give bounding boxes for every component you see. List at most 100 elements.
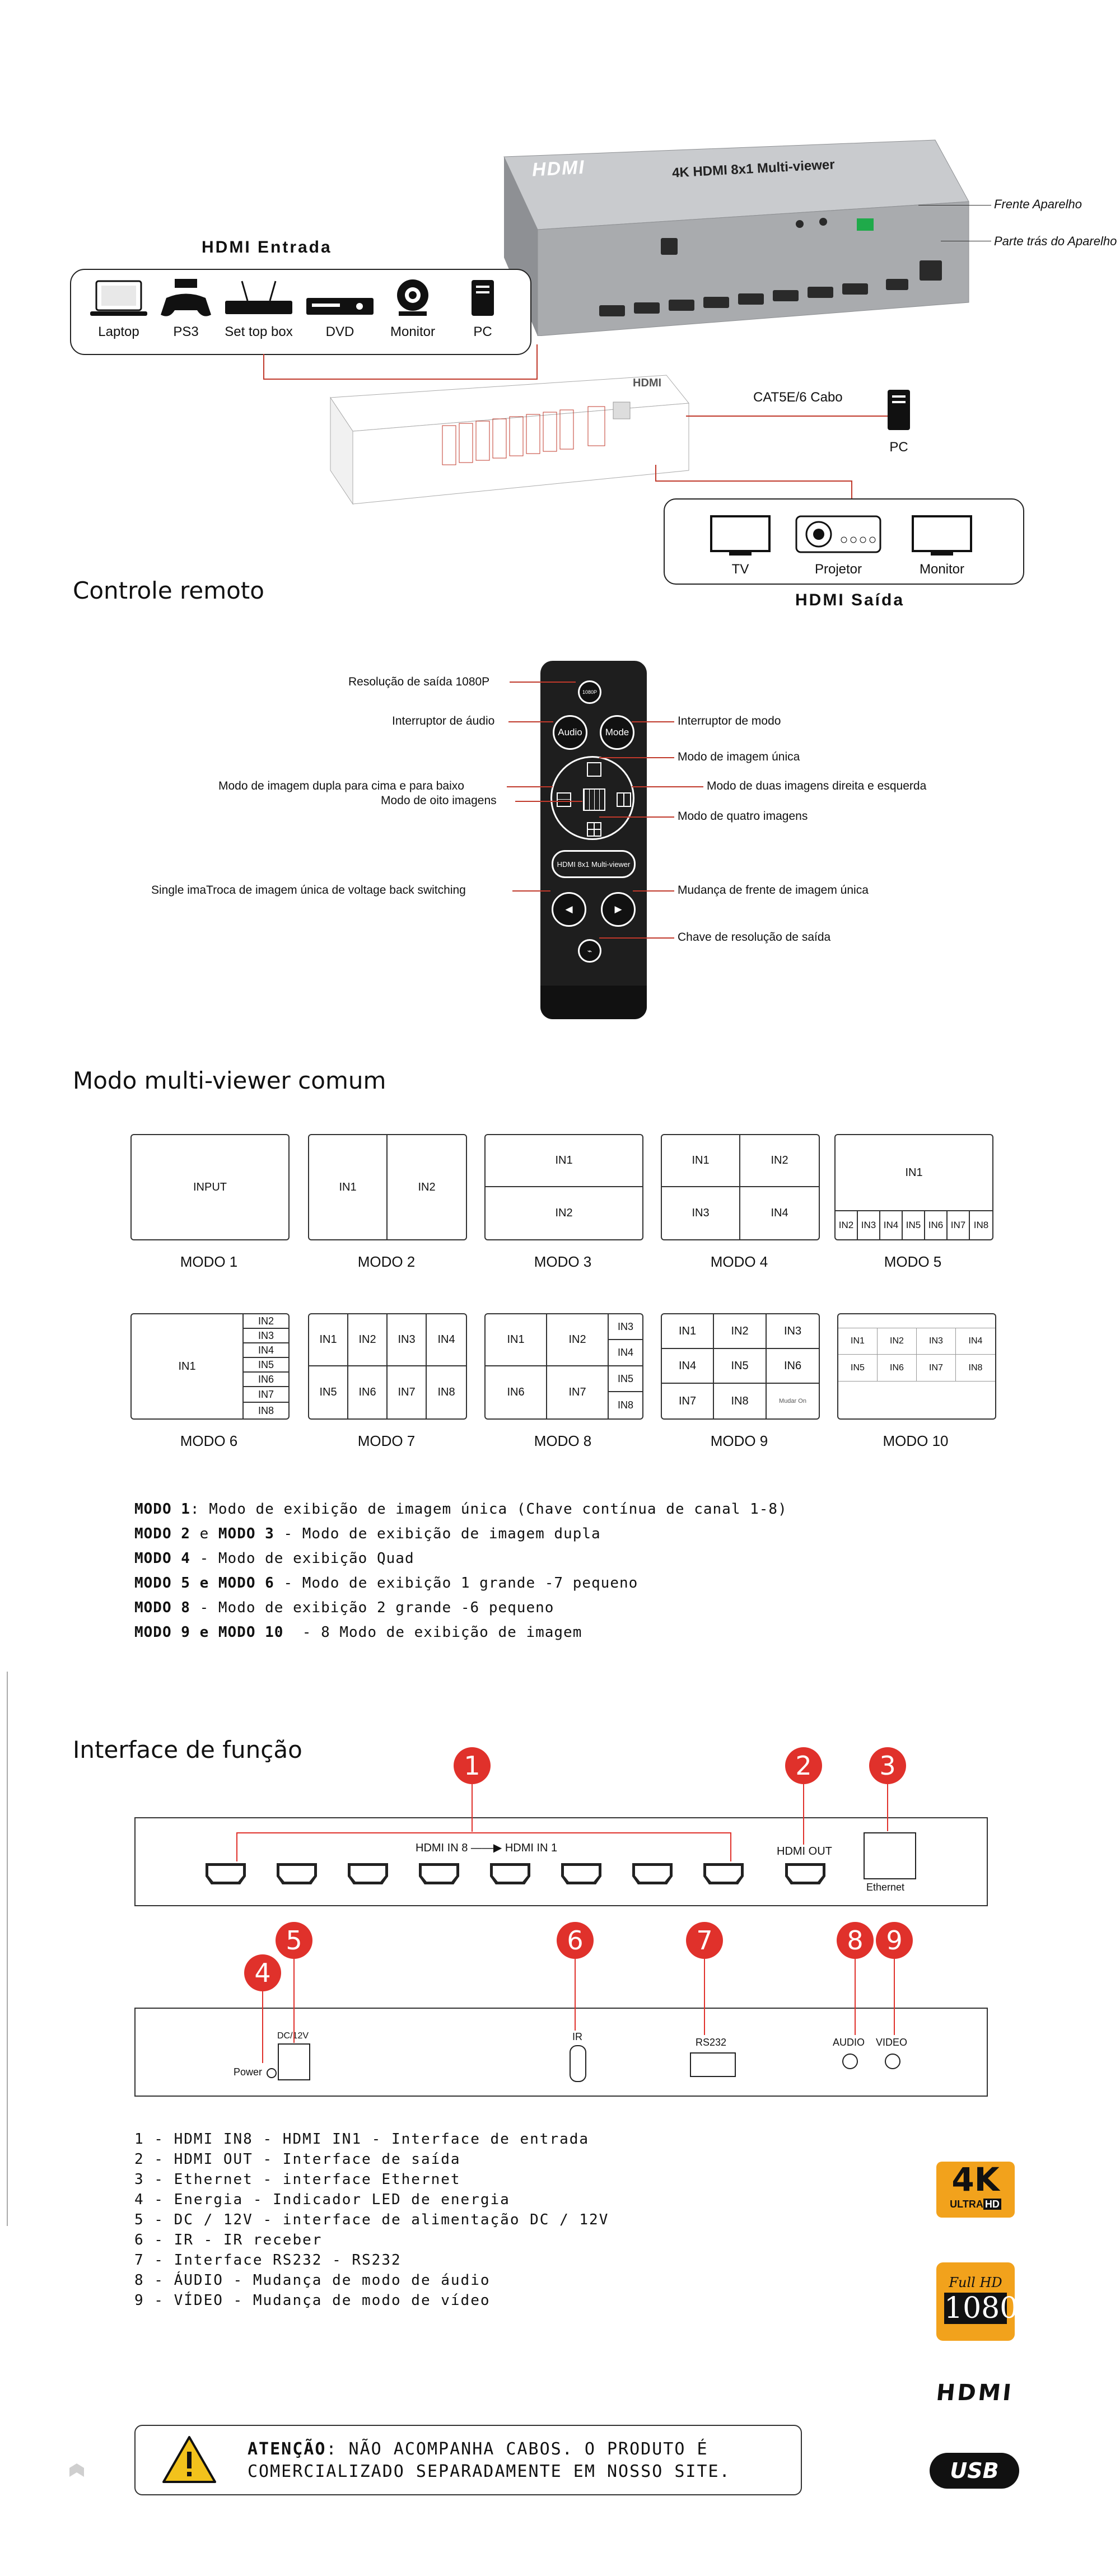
mode-cell: IN6	[348, 1366, 388, 1418]
remote-label-mode: Interruptor de modo	[678, 715, 781, 727]
mode-cell: IN4	[244, 1343, 288, 1358]
mode-9-diagram: IN1 IN2 IN3 IN4 IN5 IN6 IN7 IN8 Mudar On	[661, 1313, 820, 1420]
input-device-pc: PC	[452, 276, 514, 340]
mode-cell: IN5	[609, 1366, 642, 1392]
desc-text: - Modo de exibição de imagem dupla	[274, 1525, 601, 1542]
video-label: VIDEO	[876, 2037, 908, 2048]
warning-line-1: ATENÇÃO: NÃO ACOMPANHA CABOS. O PRODUTO …	[248, 2438, 731, 2461]
hdmi-in-port[interactable]	[703, 1863, 744, 1884]
remote-resolution-key[interactable]: ⌁	[578, 939, 601, 963]
warning-icon	[162, 2436, 216, 2483]
power-led	[267, 2068, 277, 2078]
updown-image-icon[interactable]	[557, 792, 571, 807]
desc-text: - Modo de exibição 2 grande -6 pequeno	[190, 1599, 554, 1616]
hdmi-out-port[interactable]	[785, 1863, 825, 1884]
remote-1080p-button[interactable]: 1080P	[578, 680, 601, 704]
mode-cell: IN5	[838, 1355, 878, 1382]
mode-cell: IN4	[427, 1314, 466, 1366]
laptop-icon	[90, 280, 147, 316]
mode-cell: IN7	[244, 1387, 288, 1403]
hdmi-in-port[interactable]	[277, 1863, 317, 1884]
mode-cell: IN4	[956, 1328, 995, 1355]
remote-label-leftright: Modo de duas imagens direita e esquerda	[707, 780, 927, 792]
output-label: Projetor	[814, 562, 862, 577]
audio-button[interactable]	[842, 2054, 858, 2069]
hdmi-in-bracket	[236, 1832, 731, 1861]
hdmi-in-port[interactable]	[206, 1863, 246, 1884]
desc-bold: MODO 8	[134, 1599, 190, 1616]
power-label: Power	[234, 2066, 263, 2078]
remote-brand-button[interactable]: HDMI 8x1 Multi-viewer	[552, 850, 636, 878]
quad-image-icon[interactable]	[587, 822, 601, 837]
video-button[interactable]	[885, 2054, 900, 2069]
leftright-image-icon[interactable]	[617, 792, 631, 807]
mode-label: MODO 7	[357, 1432, 416, 1449]
hdmi-in-port[interactable]	[348, 1863, 388, 1884]
button-label: 1080P	[582, 689, 598, 695]
remote-label-audio: Interruptor de áudio	[392, 715, 495, 727]
warning-box: ATENÇÃO: NÃO ACOMPANHA CABOS. O PRODUTO …	[134, 2425, 802, 2495]
remote-line	[599, 816, 674, 818]
mode-cell: IN8	[258, 1404, 274, 1416]
function-list-item: 3 - Ethernet - interface Ethernet	[134, 2171, 461, 2188]
ir-label: IR	[572, 2031, 582, 2042]
hdmi-in-port[interactable]	[632, 1863, 673, 1884]
mode-cell: IN7	[948, 1211, 970, 1239]
mode-1-diagram: INPUT	[130, 1134, 290, 1240]
mode-6-diagram: IN1 IN2 IN3 IN4 IN5 IN6 IN7 IN8	[130, 1313, 290, 1420]
mode-cell: IN2	[348, 1314, 388, 1366]
output-devices-box: TV Projetor Monitor	[664, 498, 1024, 585]
callout-line	[704, 1959, 705, 2035]
corner-logo-icon-svg	[69, 2463, 84, 2477]
remote-line	[508, 721, 553, 722]
mode-cell: IN1	[836, 1135, 992, 1211]
mode-label: MODO 2	[357, 1253, 416, 1270]
ethernet-label: Ethernet	[866, 1882, 905, 1893]
mode-cell: IN7	[917, 1355, 956, 1382]
dvd-player-icon	[306, 298, 374, 315]
eight-image-icon[interactable]	[583, 788, 605, 811]
pc-tower-icon	[472, 280, 494, 316]
callout-4: 4	[244, 1954, 281, 1991]
mode-cell: IN4	[880, 1211, 903, 1239]
dc-port[interactable]	[278, 2043, 310, 2080]
remote-line	[632, 786, 703, 787]
mode-cell: IN2	[555, 1207, 573, 1219]
callout-line	[855, 1959, 856, 2035]
remote-dpad[interactable]	[550, 756, 634, 840]
desc-bold: MODO 9 e MODO 10	[134, 1624, 284, 1641]
hdmi-in-port[interactable]	[490, 1863, 530, 1884]
ethernet-port[interactable]	[864, 1832, 916, 1879]
output-device-monitor: Monitor	[900, 513, 984, 577]
mode-3-diagram: IN1 IN2	[484, 1134, 643, 1240]
mode-label: MODO 1	[180, 1253, 238, 1270]
callout-line	[803, 1784, 804, 1845]
hdmi-in-port[interactable]	[419, 1863, 459, 1884]
desc-text: - Modo de exibição Quad	[190, 1550, 414, 1567]
mode-cell: IN2	[714, 1314, 767, 1349]
mode-cell: IN6	[767, 1349, 819, 1384]
remote-mode-button[interactable]: Mode	[600, 715, 634, 750]
mode-cell: IN8	[973, 1220, 989, 1230]
output-connection-line	[655, 465, 656, 482]
remote-back-button[interactable]: ◀	[552, 892, 586, 927]
input-devices-box: Laptop PS3 Set top box DVD Monitor PC	[70, 269, 531, 355]
remote-label-updown: Modo de imagem dupla para cima e para ba…	[218, 780, 464, 792]
mode-cell: IN7	[388, 1366, 427, 1418]
input-label: Set top box	[225, 324, 293, 339]
remote-line	[599, 937, 674, 939]
remote-audio-button[interactable]: Audio	[553, 715, 587, 750]
tv-icon	[710, 515, 771, 556]
remote-control: 1080P Audio Mode HDMI 8x1 Multi-viewer ◀…	[540, 661, 647, 1019]
input-connection-line	[263, 379, 538, 380]
hdmi-in-port[interactable]	[561, 1863, 601, 1884]
mode-cell: IN8	[617, 1399, 633, 1411]
remote-forward-button[interactable]: ▶	[601, 892, 636, 927]
input-device-monitor: Monitor	[376, 276, 449, 340]
remote-label-back: Single imaTroca de imagem única de volta…	[151, 884, 466, 897]
single-image-icon[interactable]	[587, 762, 601, 777]
rs232-port[interactable]	[690, 2052, 736, 2077]
front-label: Frente Aparelho	[994, 197, 1082, 211]
callout-9: 9	[876, 1922, 913, 1959]
device-front-illustration	[503, 139, 969, 337]
